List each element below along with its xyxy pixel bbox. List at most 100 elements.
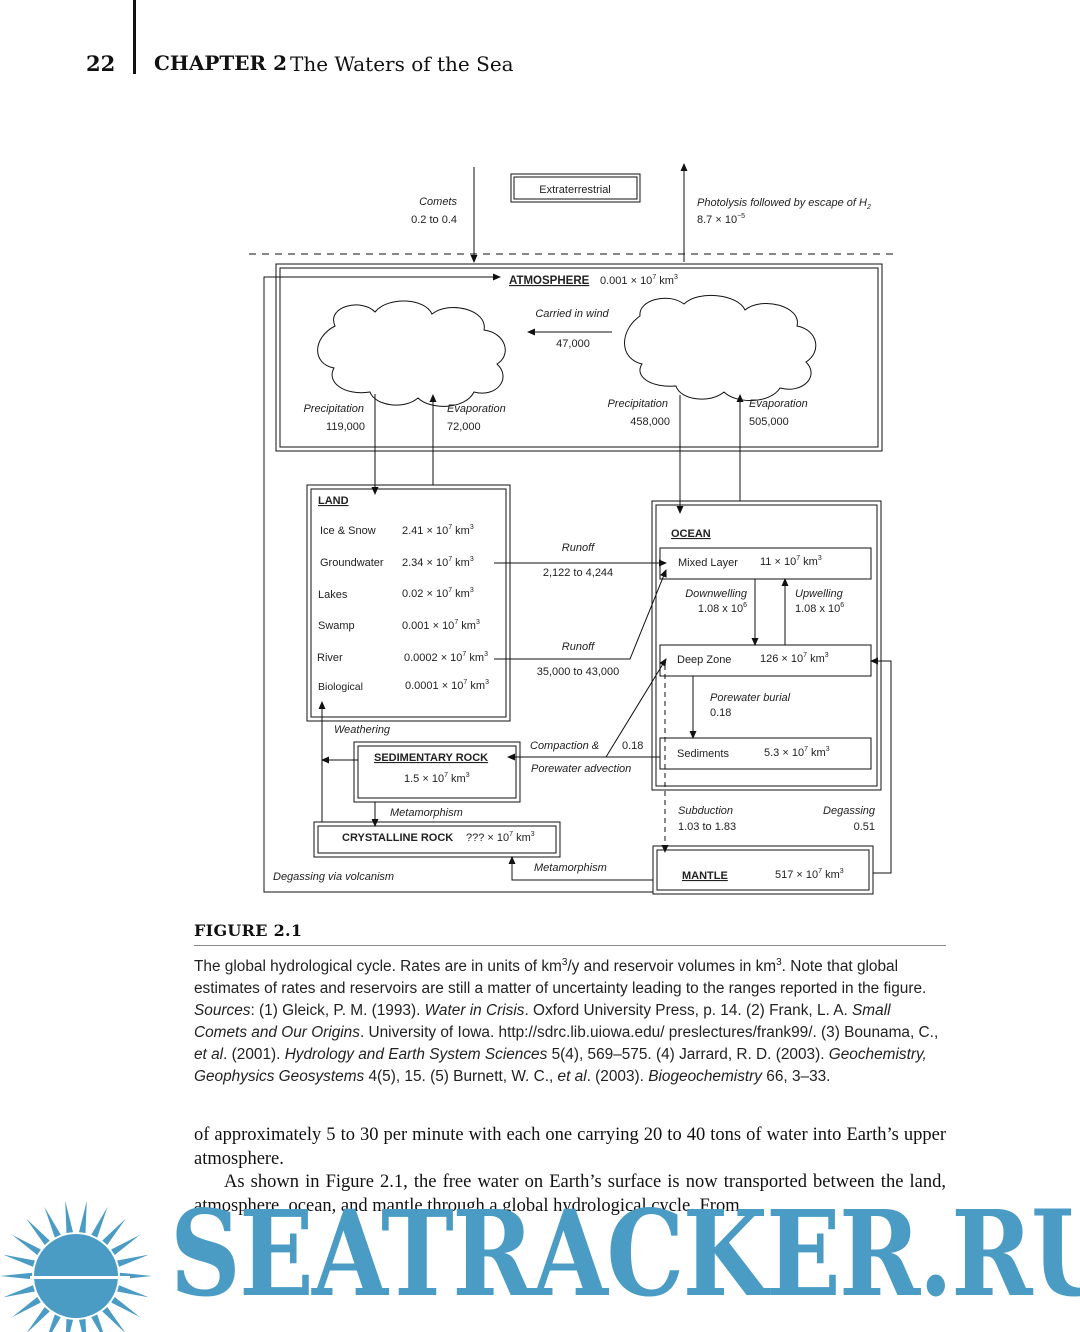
sedimentary-rock-title: SEDIMENTARY ROCK bbox=[374, 752, 488, 764]
land-row-value: 2.41 × 107 km3 bbox=[402, 524, 474, 537]
deep-zone-value: 126 × 107 km3 bbox=[760, 652, 829, 665]
atmosphere-volume: 0.001 × 107 km3 bbox=[600, 274, 678, 287]
land-row-label: Ice & Snow bbox=[320, 525, 376, 537]
land-side-cloud bbox=[317, 300, 506, 407]
sun-ray bbox=[44, 1206, 61, 1238]
page-header: 22 CHAPTER 2 The Waters of the Sea bbox=[0, 0, 1080, 100]
sun-ray bbox=[0, 1272, 33, 1280]
sun-ray bbox=[26, 1218, 50, 1245]
land-precipitation-label: Precipitation bbox=[303, 403, 364, 415]
ocean-box-outer bbox=[651, 500, 882, 791]
sun-ray bbox=[111, 1234, 140, 1256]
sun-ray bbox=[78, 1318, 87, 1332]
ocean-side-cloud bbox=[624, 294, 817, 402]
land-reservoir-list: Ice & Snow 2.41 × 107 km3 Groundwater 2.… bbox=[317, 524, 489, 693]
figure-label: FIGURE 2.1 bbox=[194, 921, 303, 940]
sun-ray bbox=[117, 1254, 149, 1267]
body-paragraph: of approximately 5 to 30 per minute with… bbox=[194, 1125, 946, 1169]
crystalline-rock-box-outer bbox=[313, 821, 561, 858]
porewater-advection-label: Porewater advection bbox=[531, 763, 631, 775]
weathering-label: Weathering bbox=[334, 724, 391, 736]
runoff1-rate: 2,122 to 4,244 bbox=[543, 567, 613, 579]
mantle-title: MANTLE bbox=[682, 870, 728, 882]
sun-ray bbox=[3, 1254, 35, 1267]
runoff2-rate: 35,000 to 43,000 bbox=[537, 666, 620, 678]
figure-rule bbox=[194, 945, 946, 946]
land-evaporation-rate: 72,000 bbox=[447, 421, 481, 433]
sedimentary-rock-box-inner bbox=[357, 745, 517, 799]
land-row-value: 0.02 × 107 km3 bbox=[402, 587, 474, 600]
land-row-value: 2.34 × 107 km3 bbox=[402, 556, 474, 569]
sun-rays-icon bbox=[0, 1200, 152, 1332]
watermark-sun-logo bbox=[0, 1200, 152, 1332]
chapter-title: The Waters of the Sea bbox=[290, 52, 514, 76]
wind-rate: 47,000 bbox=[556, 338, 590, 350]
porewater-burial-rate: 0.18 bbox=[710, 707, 731, 719]
land-box-inner bbox=[310, 488, 507, 718]
land-row-value: 0.001 × 107 km3 bbox=[402, 619, 480, 632]
ocean-box-inner bbox=[655, 504, 878, 787]
sun-ray bbox=[91, 1206, 108, 1238]
sun-horizon-line bbox=[30, 1276, 130, 1279]
land-row-value: 0.0002 × 107 km3 bbox=[404, 651, 488, 664]
atmosphere-box-inner bbox=[279, 267, 879, 448]
wind-label: Carried in wind bbox=[535, 308, 609, 320]
mantle-box-inner bbox=[656, 849, 870, 891]
crystalline-rock-title: CRYSTALLINE ROCK bbox=[342, 832, 453, 844]
mantle-value: 517 × 107 km3 bbox=[775, 868, 844, 881]
land-title: LAND bbox=[318, 495, 349, 507]
runoff1-label: Runoff bbox=[562, 542, 595, 554]
sediments-value: 5.3 × 107 km3 bbox=[764, 746, 830, 759]
degassing-label: Degassing bbox=[823, 805, 876, 817]
downwelling-rate: 1.08 x 106 bbox=[698, 602, 747, 615]
metamorphism2-label: Metamorphism bbox=[534, 862, 607, 874]
subduction-label: Subduction bbox=[678, 805, 733, 817]
hydrological-cycle-diagram: Extraterrestrial Comets 0.2 to 0.4 Photo… bbox=[0, 150, 1080, 910]
deep-zone-label: Deep Zone bbox=[677, 654, 731, 666]
sun-ray bbox=[102, 1307, 125, 1332]
sun-ray bbox=[65, 1200, 74, 1234]
sun-ray bbox=[48, 1314, 61, 1332]
body-text: of approximately 5 to 30 per minute with… bbox=[194, 1124, 946, 1218]
runoff2-label: Runoff bbox=[562, 641, 595, 653]
river-runoff-arrow bbox=[494, 569, 667, 660]
chapter-label: CHAPTER 2 bbox=[154, 51, 287, 75]
land-row-label: Groundwater bbox=[320, 557, 384, 569]
sun-ray bbox=[91, 1314, 104, 1332]
degassing-rate: 0.51 bbox=[854, 821, 875, 833]
upwelling-rate: 1.08 x 106 bbox=[795, 602, 844, 615]
mantle-box-outer bbox=[652, 845, 874, 895]
mixed-layer-label: Mixed Layer bbox=[678, 557, 738, 569]
photolysis-label: Photolysis followed by escape of H2 bbox=[697, 197, 871, 211]
header-rule bbox=[133, 0, 136, 74]
metamorphism1-label: Metamorphism bbox=[390, 807, 463, 819]
sun-ray bbox=[12, 1296, 41, 1318]
sedimentary-rock-value: 1.5 × 107 km3 bbox=[404, 772, 470, 785]
sun-ray bbox=[3, 1285, 35, 1298]
land-row-label: River bbox=[317, 652, 343, 664]
caption-text: The global hydrological cycle. Rates are… bbox=[194, 957, 939, 1086]
land-row-label: Lakes bbox=[318, 589, 348, 601]
volcanism-degassing-arrow bbox=[263, 273, 653, 893]
figure-caption: The global hydrological cycle. Rates are… bbox=[194, 952, 946, 1088]
sun-ray bbox=[111, 1296, 140, 1318]
extraterrestrial-box-inner bbox=[513, 176, 638, 200]
sun-ray bbox=[78, 1200, 87, 1234]
crystalline-rock-value: ??? × 107 km3 bbox=[466, 831, 535, 844]
sun-ray bbox=[12, 1234, 41, 1256]
ocean-precipitation-rate: 458,000 bbox=[630, 416, 670, 428]
upwelling-label: Upwelling bbox=[795, 588, 844, 600]
sediments-label: Sediments bbox=[677, 748, 729, 760]
ocean-evaporation-rate: 505,000 bbox=[749, 416, 789, 428]
sun-ray bbox=[65, 1318, 74, 1332]
compaction-label: Compaction & bbox=[530, 740, 599, 752]
subduction-rate: 1.03 to 1.83 bbox=[678, 821, 736, 833]
downwelling-label: Downwelling bbox=[685, 588, 748, 600]
ocean-evaporation-label: Evaporation bbox=[749, 398, 808, 410]
atmosphere-box-outer bbox=[275, 263, 883, 452]
body-paragraph: As shown in Figure 2.1, the free water o… bbox=[194, 1172, 946, 1216]
extraterrestrial-label: Extraterrestrial bbox=[539, 184, 611, 196]
ocean-precipitation-label: Precipitation bbox=[607, 398, 668, 410]
volcanism-label: Degassing via volcanism bbox=[273, 871, 394, 883]
extraterrestrial-box-outer bbox=[510, 173, 641, 203]
